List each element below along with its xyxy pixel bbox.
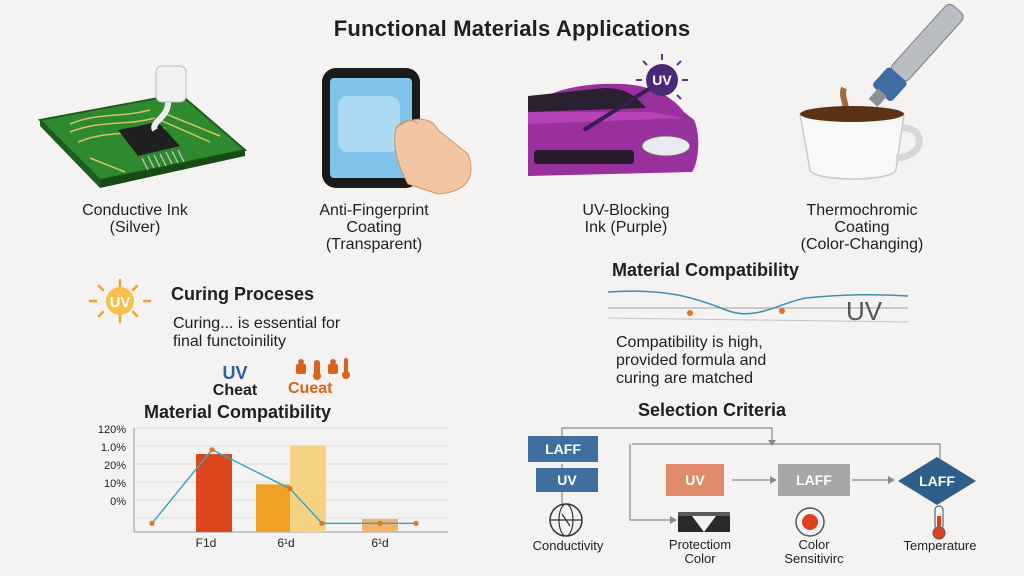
compat-top-text: Compatibility is high, provided formula … xyxy=(616,334,916,388)
caption-line: Ink (Purple) xyxy=(584,219,668,236)
compat-bar-chart xyxy=(133,427,448,533)
chart-series-line xyxy=(151,448,416,525)
label-line: Color xyxy=(798,537,830,552)
label-temperature: Temperature xyxy=(903,538,977,553)
curing-text-line: final functoinility xyxy=(173,333,286,350)
uv-badge-text: UV xyxy=(110,294,131,311)
caption-line: Anti-Fingerprint xyxy=(319,202,429,219)
chart-point xyxy=(377,520,383,526)
laff-box-gray: LAFF xyxy=(778,464,850,496)
caption-uv-blocking: UV-Blocking Ink (Purple) xyxy=(540,202,712,236)
y-tick-label: 1.0% xyxy=(100,442,126,454)
curing-text: Curing... is essential for final functoi… xyxy=(173,315,473,351)
caption-anti-fingerprint: Anti-Fingerprint Coating (Transparent) xyxy=(288,202,460,253)
thermometer-icon xyxy=(932,505,946,540)
label-line: Sensitivirc xyxy=(784,551,844,566)
x-tick-label: 6¹d xyxy=(371,536,389,550)
label-conductivity: Conductivity xyxy=(532,538,604,553)
caption-line: UV-Blocking xyxy=(582,202,670,219)
y-tick-label: 10% xyxy=(103,478,126,490)
label-line: Protectiom xyxy=(668,537,732,552)
globe-icon xyxy=(549,503,583,537)
chart-point xyxy=(413,520,419,526)
color-sensor-icon xyxy=(795,507,825,537)
caption-line: (Transparent) xyxy=(325,236,423,253)
chart-bar xyxy=(256,484,292,532)
compat-text-line: Compatibility is high, xyxy=(616,334,763,351)
y-tick-label: 120% xyxy=(97,424,126,436)
y-axis-labels: 120% 1.0% 20% 10% 0% xyxy=(84,424,128,534)
compat-chart-heading: Material Compatibility xyxy=(144,402,332,422)
chart-point xyxy=(149,520,155,526)
protection-icon xyxy=(678,512,730,532)
cheat-label: Cheat xyxy=(212,382,258,399)
uv-cheat-label: UV Cheat xyxy=(200,364,270,400)
y-tick-label: 20% xyxy=(103,460,126,472)
heat-label: Cueat xyxy=(288,380,333,397)
selection-flow-connectors xyxy=(561,427,941,524)
label-line: Color xyxy=(684,551,716,566)
label-protection-color: Protectiom Color xyxy=(650,538,750,566)
diamond-label: LAFF xyxy=(919,473,955,489)
caption-line: Coating xyxy=(346,219,402,236)
heat-icon xyxy=(296,358,350,380)
uv-label: UV xyxy=(222,363,248,383)
label-color-sensitivity: Color Sensitivirc xyxy=(764,538,864,566)
caption-line: (Silver) xyxy=(109,219,161,236)
x-tick-label: F1d xyxy=(195,536,217,550)
chart-point xyxy=(319,520,325,526)
coffee-mug-icon xyxy=(799,3,964,180)
car-icon: UV xyxy=(528,54,699,176)
compat-text-line: provided formula and xyxy=(616,352,767,369)
chart-bar xyxy=(196,454,232,532)
compat-top-heading: Material Compatibility xyxy=(612,260,800,280)
smartphone-icon xyxy=(322,68,472,195)
curing-text-line: Curing... is essential for xyxy=(173,315,341,332)
caption-thermochromic: Thermochromic Coating (Color-Changing) xyxy=(762,202,962,253)
uv-sun-icon: UV xyxy=(88,278,152,324)
uv-box-orange: UV xyxy=(666,464,724,496)
caption-line: Thermochromic xyxy=(806,202,918,219)
selection-heading: Selection Criteria xyxy=(638,400,787,420)
caption-line: Coating xyxy=(834,219,890,236)
chart-point xyxy=(287,486,293,492)
compat-text-line: curing are matched xyxy=(616,370,753,387)
compatibility-curve: UV xyxy=(607,290,909,326)
uv-badge: UV xyxy=(652,72,672,88)
caption-line: Conductive Ink xyxy=(82,202,188,219)
chart-point xyxy=(209,447,215,453)
x-tick-label: 6¹d xyxy=(277,536,295,550)
y-tick-label: 0% xyxy=(110,496,126,508)
caption-conductive-ink: Conductive Ink (Silver) xyxy=(40,202,230,236)
uv-box: UV xyxy=(536,468,598,492)
chart-bar xyxy=(290,445,326,532)
laff-box: LAFF xyxy=(528,436,598,462)
caption-line: (Color-Changing) xyxy=(800,236,924,253)
laff-diamond: LAFF xyxy=(898,457,976,505)
circuit-board-icon xyxy=(37,65,248,188)
curing-heading: Curing Proceses xyxy=(171,284,315,304)
curve-label: UV xyxy=(846,296,883,326)
page-title: Functional Materials Applications xyxy=(333,16,691,41)
